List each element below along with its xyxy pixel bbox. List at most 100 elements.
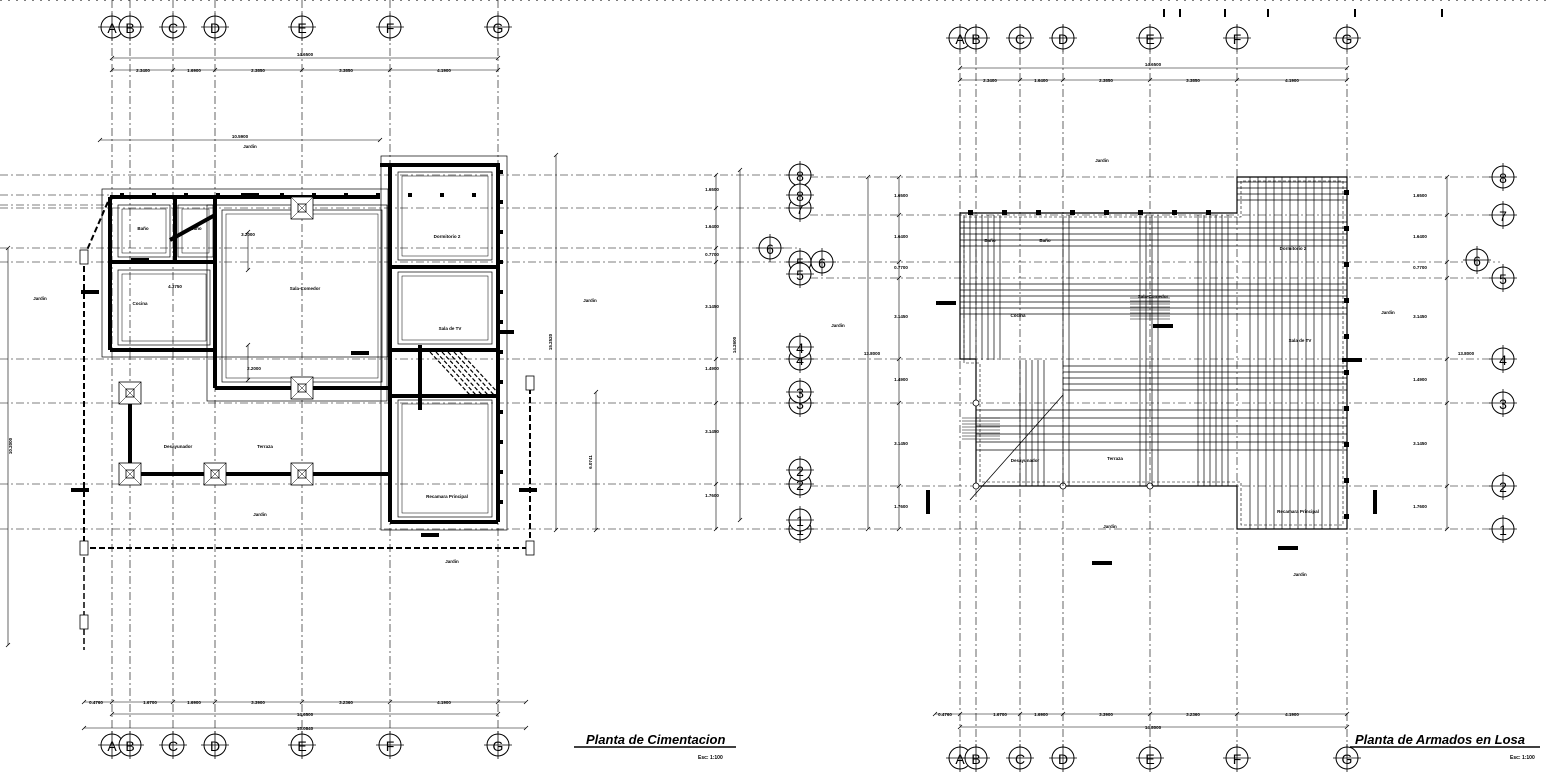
room-label: Recamara Principal [426,494,468,499]
anchor [499,320,503,324]
axis-bubble-b-bottom: B [971,751,980,767]
dim-bay-side: 3.1450 [1413,314,1427,319]
post [79,249,89,265]
post [79,540,89,556]
anchor [1172,210,1177,215]
post [525,540,535,556]
anchor [499,200,503,204]
axis-bubble-8-dup: 8 [796,188,804,204]
dim-bay-bottom: 3.3900 [1099,712,1113,717]
axis-bubble-b-top: B [125,20,134,36]
room-label: Baño [137,226,149,231]
dim-extra: 4.3750 [168,284,182,289]
structure [71,9,1443,650]
anchor [152,193,156,197]
axis-bubble-d-bottom: D [210,738,220,754]
room-label: Jardin [253,512,267,517]
footing [117,269,211,346]
dim-bay-side: 1.6400 [894,234,908,239]
axis-bubble-5-dup: 5 [796,267,804,283]
anchor [280,193,284,197]
anchor [1344,478,1349,483]
axis-bubble-e-bottom: E [297,738,306,754]
room-label: Baño [984,238,996,243]
dim-bay-side: 0.7700 [705,252,719,257]
anchor [1344,298,1349,303]
anchor [499,290,503,294]
footing-inner [401,403,489,514]
footing-inner [401,175,489,257]
dim-side-total: 14.2600 [732,336,737,353]
dim-bay-side: 1.6400 [1413,234,1427,239]
dim-bay-side: 1.7600 [1413,504,1427,509]
column [972,482,980,490]
dim-extra: 10.2000 [8,437,13,454]
axis-bubble-8-right: 8 [1499,170,1507,186]
anchor [1344,442,1349,447]
anchor [1070,210,1075,215]
axis-bubble-c-bottom: C [1015,751,1025,767]
dim-total-bottom: 14.6500 [297,712,314,717]
axis-bubble-3-dup: 3 [796,385,804,401]
stair-line [969,394,1064,501]
dim-bay-bottom: 1.6900 [1034,712,1048,717]
room-label: Jardin [445,559,459,564]
dim-bay-bottom: 4.1900 [437,700,451,705]
axis-bubbles: AABBCCDDEEFFGG12345788124356AABBCCDDEEFF… [98,13,1517,772]
anchor [440,193,444,197]
grid-lines [0,0,1552,760]
dim-extra: 3.2000 [241,232,255,237]
axis-bubble-c-top: C [1015,31,1025,47]
dim-bay-bottom: 1.6900 [187,700,201,705]
dim-bay-side: 1.6400 [705,224,719,229]
rebar-lines [960,177,1347,529]
dim-bay-side: 3.1450 [894,314,908,319]
axis-bubble-d-bottom: D [1058,751,1068,767]
room-label: Jardin [33,296,47,301]
anchor [1104,210,1109,215]
axis-bubble-2-right: 2 [1499,479,1507,495]
dim-bay-side: 0.7700 [1413,265,1427,270]
dim-bay-side: 1.4900 [1413,377,1427,382]
anchor [499,410,503,414]
dim-total-depth: 15.2520 [548,333,553,350]
anchor [344,193,348,197]
dim-bay-top: 2.3400 [983,78,997,83]
footing [177,204,214,258]
axis-bubble-a-bottom: A [107,738,117,754]
anchor [216,193,220,197]
anchor [1344,514,1349,519]
room-label: Jardin [583,298,597,303]
room-label: Recamara Principal [1277,509,1319,514]
dim-total-width-top: 14.6500 [297,52,314,57]
anchor [1344,406,1349,411]
dim-bay-top: 2.3850 [1099,78,1113,83]
anchor [1138,210,1143,215]
axis-bubble-f-top: F [386,20,395,36]
room-label: Desayunador [164,444,193,449]
labels: Planta de Cimentacion Esc: 1:100 Planta … [8,52,1540,761]
plan-title-cimentacion: Planta de Cimentacion [586,732,725,747]
marker [496,330,514,334]
dim-bay-side: 1.4900 [705,366,719,371]
dim-bay-top: 4.1900 [1285,78,1299,83]
marker [519,488,537,492]
axis-bubble-2: 2 [796,477,804,493]
axis-bubble-2-dup: 2 [796,463,804,479]
dim-bay-top: 1.6900 [187,68,201,73]
dim-bay-side: 1.7600 [894,504,908,509]
room-label: Terraza [1107,456,1123,461]
dim-total-width-top: 14.6500 [1145,62,1162,67]
dim-bay-side: 1.4900 [894,377,908,382]
room-label: Dormitorio 2 [434,234,461,239]
dim-bay-top: 4.1900 [437,68,451,73]
anchor [499,260,503,264]
axis-bubble-4-right: 4 [1499,352,1507,368]
axis-bubble-g-top: G [1342,31,1353,47]
anchor [472,193,476,197]
dim-bay-top: 2.3400 [136,68,150,73]
axis-bubble-b-top: B [971,31,980,47]
dim-side-total-left: 13.8000 [864,351,881,356]
axis-bubble-g-top: G [493,20,504,36]
axis-bubble-e-top: E [297,20,306,36]
